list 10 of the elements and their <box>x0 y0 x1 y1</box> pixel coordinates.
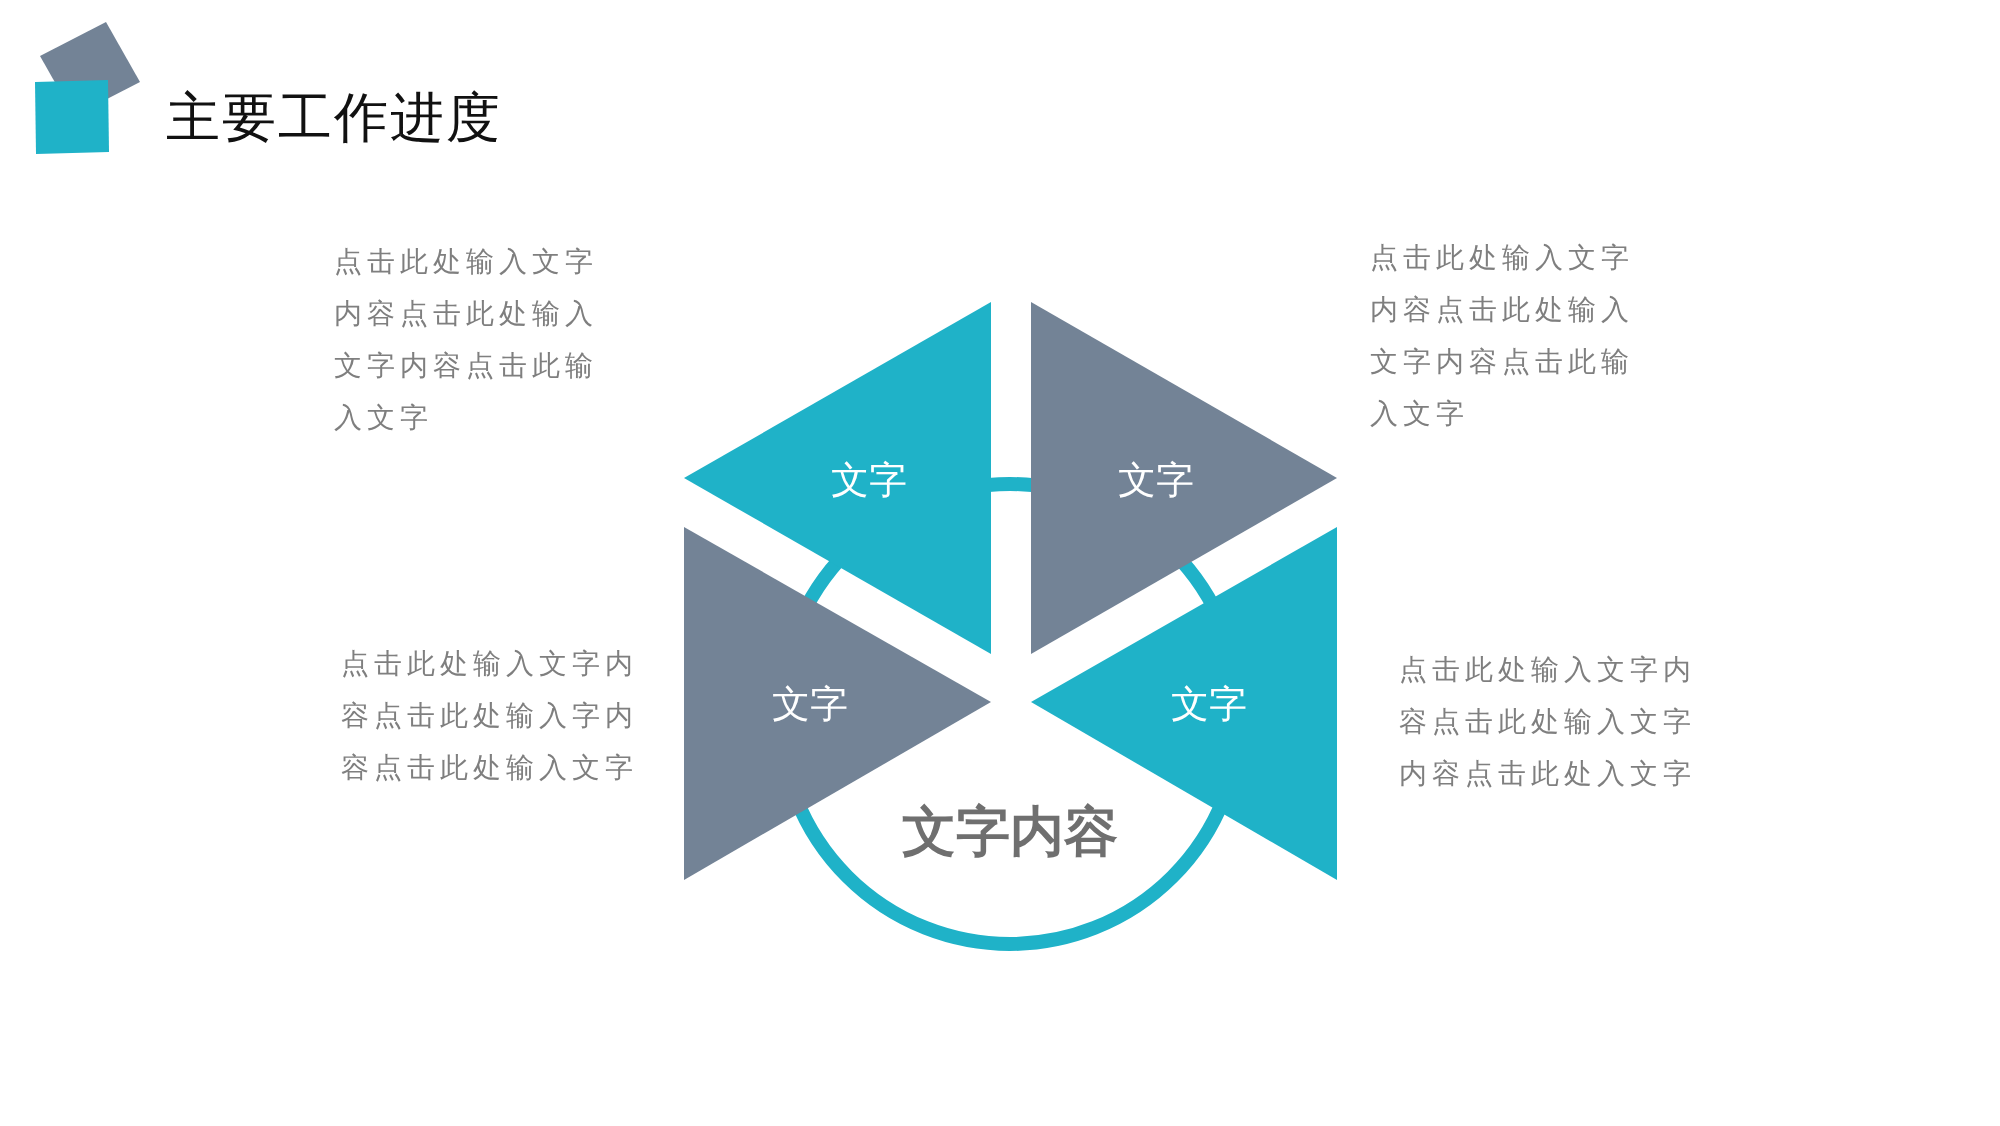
description-text: 点击此处输入文字内容点击此处输入字内容点击此处输入文字 <box>341 646 639 786</box>
description-text: 点击此处输入文字内容点击此处输入文字内容点击此输入文字 <box>334 244 599 436</box>
triangle-label: 文字 <box>772 680 848 728</box>
center-label: 文字内容 <box>902 798 1118 865</box>
description-text: 点击此处输入文字内容点击此处输入文字内容点击此处入文字 <box>1399 652 1697 792</box>
triangle-label: 文字 <box>1171 680 1247 728</box>
triangle-label: 文字 <box>831 456 907 504</box>
slide-title: 主要工作进度 <box>166 85 502 151</box>
description-text: 点击此处输入文字内容点击此处输入文字内容点击此输入文字 <box>1370 240 1635 432</box>
triangle-label: 文字 <box>1118 456 1194 504</box>
